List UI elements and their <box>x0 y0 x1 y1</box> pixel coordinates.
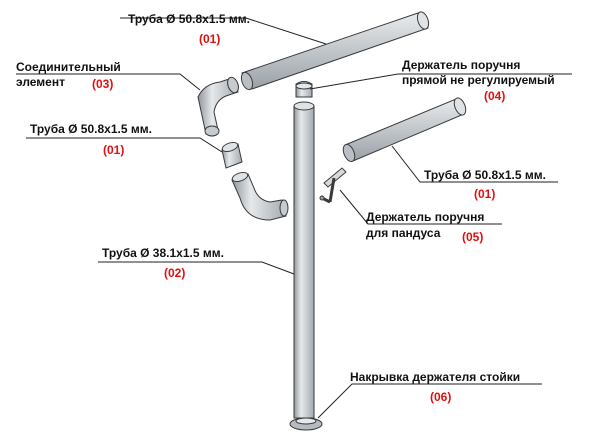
holder-ramp-shape <box>319 167 347 204</box>
code-holder-straight: (04) <box>484 89 506 103</box>
label-holder-ramp-line2: для пандуса <box>366 226 441 240</box>
code-tube-right: (01) <box>474 187 496 201</box>
leader-lines <box>16 17 572 419</box>
tube-right-shape <box>342 97 467 163</box>
label-tube-right: Труба Ø 50.8x1.5 мм. <box>424 168 546 182</box>
code-connector: (03) <box>92 77 114 91</box>
tube-top-shape <box>240 11 430 91</box>
code-post: (02) <box>164 266 186 280</box>
label-holder-straight-line1: Держатель поручня <box>402 58 521 72</box>
code-holder-ramp: (05) <box>462 230 484 244</box>
connector-shape <box>197 76 239 137</box>
holder-straight-shape <box>295 81 313 98</box>
label-tube-left: Труба Ø 50.8x1.5 мм. <box>30 122 152 136</box>
label-connector-line2: элемент <box>16 75 65 89</box>
cap-shape <box>289 417 323 431</box>
label-holder-straight-line2: прямой не регулируемый <box>402 73 555 87</box>
label-cap: Накрывка держателя стойки <box>350 370 521 384</box>
label-post: Труба Ø 38.1x1.5 мм. <box>102 246 224 260</box>
code-tube-top: (01) <box>199 32 221 46</box>
sleeve-shape <box>221 141 243 169</box>
code-tube-left: (01) <box>103 143 125 157</box>
post-shape <box>293 101 315 419</box>
code-cap: (06) <box>430 390 452 404</box>
label-tube-top: Труба Ø 50.8x1.5 мм. <box>128 12 250 26</box>
label-connector-line1: Соединительный <box>16 60 121 74</box>
lower-elbow-shape <box>231 171 289 221</box>
label-holder-ramp-line1: Держатель поручня <box>366 210 485 224</box>
